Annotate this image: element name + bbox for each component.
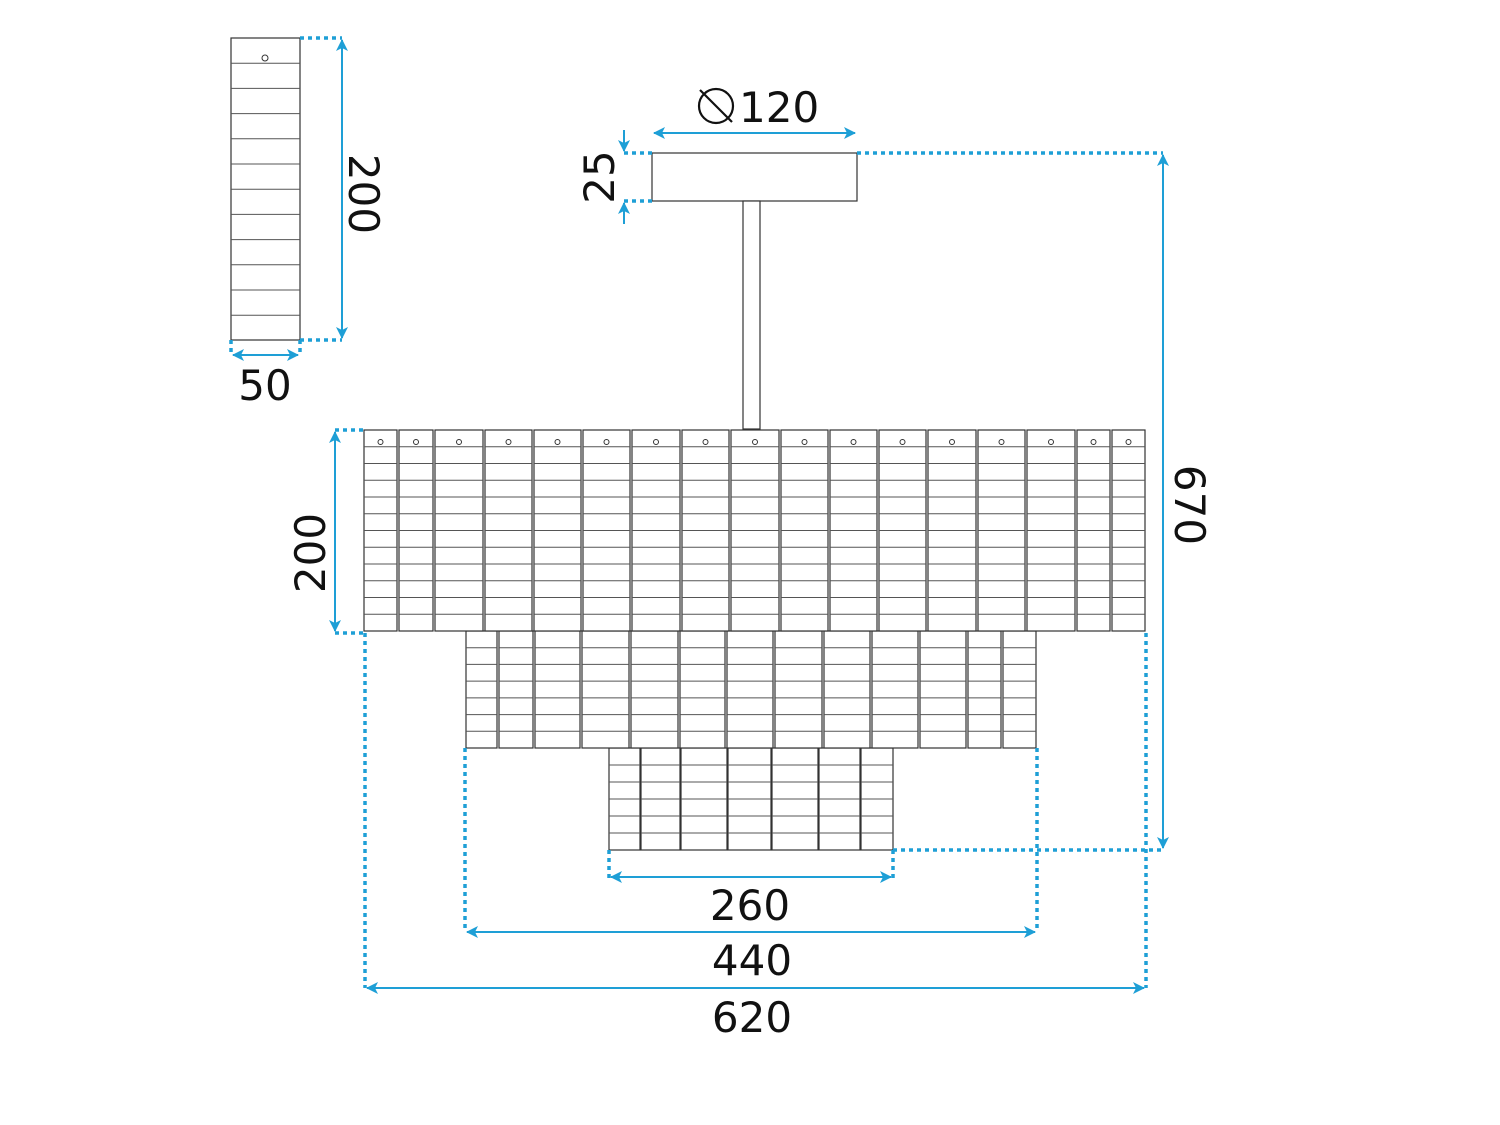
crystal-plate xyxy=(774,630,823,749)
crystal-plate xyxy=(398,429,434,632)
crystal-hole xyxy=(377,439,384,445)
crystal-width-label: 50 xyxy=(238,361,291,410)
crystal-plate xyxy=(829,429,878,632)
crystal-height-label: 200 xyxy=(339,154,388,234)
crystal-plate xyxy=(771,747,819,851)
crystal-hole xyxy=(603,439,610,445)
tier-height-dimension: 200 xyxy=(286,428,364,635)
crystal-slats xyxy=(231,62,300,316)
crystal-hole xyxy=(752,439,758,445)
crystal-plate xyxy=(582,429,631,632)
crystal-plate xyxy=(363,429,398,632)
bottom-width-label: 260 xyxy=(710,881,790,930)
crystal-plate xyxy=(484,429,533,632)
crystal-plate xyxy=(977,429,1026,632)
crystal-height-dimension: 200 xyxy=(300,36,388,342)
crystal-plate xyxy=(608,747,641,851)
canopy xyxy=(651,152,858,430)
crystal-hole xyxy=(456,439,462,445)
crystal-plate xyxy=(726,630,774,749)
total-height-dimension: 670 xyxy=(857,151,1214,852)
hanging-rod xyxy=(742,200,761,430)
crystal-plate xyxy=(630,630,679,749)
crystal-plate xyxy=(823,630,871,749)
crystal-plate xyxy=(534,630,581,749)
crystal-plate xyxy=(434,429,484,632)
crystal-hole xyxy=(554,439,561,445)
crystal-plate xyxy=(878,429,927,632)
crystal-hole xyxy=(1090,439,1097,445)
crystal-plate xyxy=(1002,630,1037,749)
canopy-diameter-label: 120 xyxy=(739,83,819,132)
middle-width-label: 440 xyxy=(712,936,792,985)
middle-width-dimension: 440 xyxy=(463,748,1039,985)
crystal-hole xyxy=(505,439,512,445)
crystal-plate xyxy=(927,429,977,632)
crystal-plate xyxy=(581,630,630,749)
crystal-plate xyxy=(680,747,728,851)
crystal-plate xyxy=(498,630,534,749)
crystal-plate xyxy=(679,630,726,749)
crystal-plate xyxy=(730,429,780,632)
crystal-hole xyxy=(949,439,955,445)
canopy-diameter-dimension: 120 xyxy=(653,83,856,139)
crystal-plate xyxy=(871,630,919,749)
crystal-plate xyxy=(818,747,861,851)
diameter-symbol-icon xyxy=(697,87,735,125)
canopy-height-label: 25 xyxy=(575,150,624,203)
crystal-hole xyxy=(261,54,269,62)
crystal-hole xyxy=(899,439,906,445)
canopy-height-dimension: 25 xyxy=(575,130,652,224)
crystal-plate xyxy=(780,429,829,632)
canopy-plate xyxy=(651,152,858,202)
crystal-plate xyxy=(919,630,967,749)
crystal-hole xyxy=(1125,439,1132,445)
crystal-hole xyxy=(653,439,659,445)
crystal-hole xyxy=(850,439,857,445)
bottom-width-dimension: 260 xyxy=(607,850,895,930)
chandelier-tiers xyxy=(363,429,1146,851)
crystal-plate xyxy=(681,429,730,632)
crystal-plate xyxy=(967,630,1002,749)
crystal-plate xyxy=(640,747,681,851)
total-height-label: 670 xyxy=(1165,465,1214,545)
crystal-plate xyxy=(1076,429,1111,632)
crystal-plate xyxy=(860,747,894,851)
crystal-hole xyxy=(998,439,1005,445)
crystal-hole xyxy=(801,439,808,445)
crystal-width-dimension: 50 xyxy=(229,340,302,410)
crystal-hole xyxy=(1048,439,1054,445)
tier-height-label: 200 xyxy=(286,513,335,593)
crystal-hole xyxy=(702,439,709,445)
crystal-plate xyxy=(1111,429,1146,632)
crystal-plate xyxy=(533,429,582,632)
crystal-plate xyxy=(1026,429,1076,632)
top-width-label: 620 xyxy=(712,993,792,1042)
crystal-detail xyxy=(230,37,301,341)
crystal-plate xyxy=(631,429,681,632)
crystal-hole xyxy=(413,439,419,445)
crystal-plate xyxy=(465,630,498,749)
top-width-dimension: 620 xyxy=(363,633,1148,1042)
crystal-plate xyxy=(727,747,772,851)
